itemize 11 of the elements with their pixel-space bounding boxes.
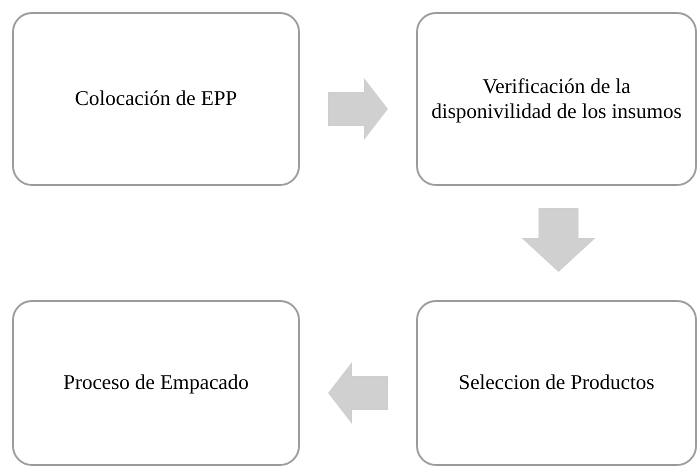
process-box [12,300,300,466]
process-box [12,12,300,186]
process-box [416,12,697,186]
process-box [416,300,697,466]
step-label: Colocación de EPP [74,86,238,112]
step-label: Proceso de Empacado [63,370,249,396]
block-arrow [328,78,388,140]
block-arrow [522,208,596,272]
step-label: Verificación de la disponivilidad de los insumos [430,74,683,124]
step-label: Seleccion de Productos [458,370,654,396]
block-arrow [328,362,388,424]
